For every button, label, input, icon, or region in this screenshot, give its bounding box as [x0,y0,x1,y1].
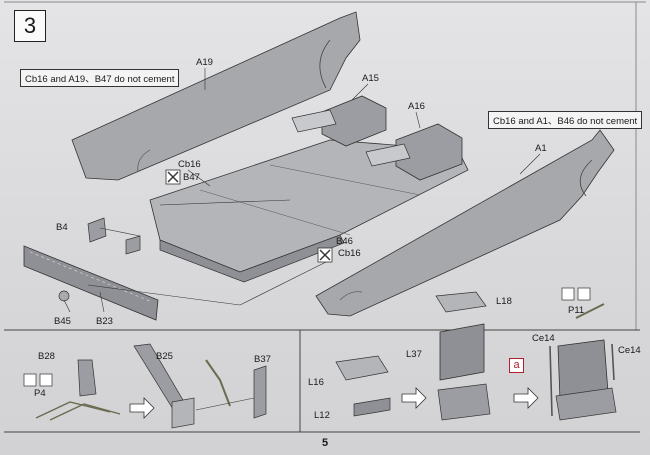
page-number: 5 [322,437,329,449]
no-cement-icon [317,247,333,263]
part-label-b45: B45 [54,316,71,327]
part-label-p4: P4 [34,388,46,399]
small-part-b45 [58,290,70,302]
no-cement-icon [165,169,181,185]
part-label-ce14-left: Ce14 [532,333,555,344]
step-number: 3 [14,10,46,42]
part-label-a19: A19 [196,57,213,68]
part-label-b23: B23 [96,316,113,327]
part-label-l12: L12 [314,410,330,421]
part-label-l16: L16 [308,377,324,388]
part-label-a16: A16 [408,101,425,112]
substep-badge: a [509,358,524,373]
side-panel-a19 [71,11,361,181]
substep-1-result [133,343,267,429]
part-label-b4: B4 [56,222,68,233]
part-label-b46: B46 [336,236,353,247]
part-label-ce14-right: Ce14 [618,345,641,356]
part-label-p11: P11 [568,305,585,316]
part-label-a1: A1 [535,143,547,154]
arrow-icon [513,387,539,409]
front-plate-b23 [23,245,159,321]
small-part-b4 [87,217,141,255]
part-label-b47: B47 [183,172,200,183]
part-label-cb16-bottom: Cb16 [338,248,361,259]
part-label-b37: B37 [254,354,271,365]
substep-2-parts [335,291,491,421]
substep-1-parts [23,359,121,421]
cement-note-right: Cb16 and A1、B46 do not cement [488,111,643,129]
cement-note-left: Cb16 and A19、B47 do not cement [20,69,180,87]
part-label-cb16-top: Cb16 [178,159,201,170]
battery-box-a15 [291,95,387,147]
side-panel-a1 [315,129,615,317]
part-label-l37: L37 [406,349,422,360]
part-label-l18: L18 [496,296,512,307]
arrow-icon [401,387,427,409]
part-label-b28: B28 [38,351,55,362]
substep-a-result [549,287,617,421]
hull-floor [149,139,469,283]
part-label-a15: A15 [362,73,379,84]
arrow-icon [129,397,155,419]
battery-box-a16 [365,123,463,181]
part-label-b25: B25 [156,351,173,362]
leader-lines-upper [63,68,541,313]
